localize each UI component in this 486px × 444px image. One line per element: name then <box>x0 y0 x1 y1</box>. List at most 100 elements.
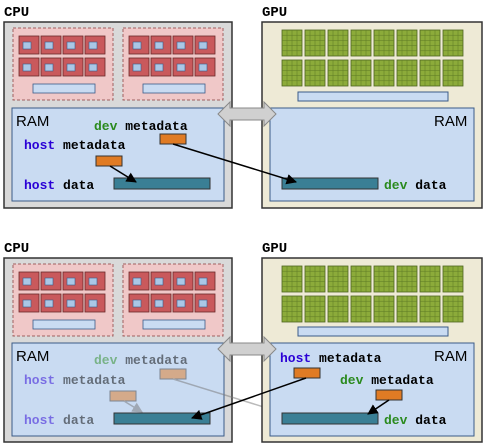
gpu-host-metadata-box <box>293 367 321 379</box>
cpu-cache-bar <box>32 319 96 330</box>
cpu-core-cache <box>66 41 76 50</box>
svg-text:dev metadata: dev metadata <box>340 373 434 388</box>
cpu-core-cache <box>44 277 54 286</box>
metadata-word: metadata <box>63 138 126 153</box>
cpu-cache-bar <box>142 319 206 330</box>
metadata-word: metadata <box>319 351 382 366</box>
dev-metadata-box <box>159 368 187 380</box>
cpu-core-group <box>122 27 224 101</box>
svg-text:host metadata: host metadata <box>280 351 382 366</box>
svg-text:host data: host data <box>24 413 94 428</box>
cpu-core-cache <box>132 63 142 72</box>
cpu-core-cache <box>198 41 208 50</box>
cpu-core-cache <box>88 299 98 308</box>
pcie-double-arrow <box>217 100 277 128</box>
cpu-core-cache <box>154 299 164 308</box>
metadata-word: metadata <box>63 373 126 388</box>
metadata-word: metadata <box>125 353 188 368</box>
gpu-core-grid <box>281 265 464 323</box>
gpu-ram-label: RAM <box>434 113 467 130</box>
host-data-bar <box>113 412 211 425</box>
stale-cpu-metadata: dev metadata host metadata host data <box>24 353 298 428</box>
svg-text:host data: host data <box>24 178 94 193</box>
gpu-dev-metadata-to-dev-data-arrow <box>367 399 390 415</box>
cpu-ram-label: RAM <box>16 113 49 130</box>
cpu-core-cache <box>198 299 208 308</box>
cpu-label: CPU <box>4 241 29 257</box>
svg-text:dev metadata: dev metadata <box>94 119 188 134</box>
metadata-word: metadata <box>125 119 188 134</box>
cpu-core-cache <box>198 277 208 286</box>
host-metadata-box <box>95 155 123 167</box>
cpu-core-cache <box>66 63 76 72</box>
cpu-core-group <box>12 263 114 337</box>
dev-data-bar <box>281 177 379 190</box>
host-metadata-box <box>109 390 137 402</box>
data-word: data <box>415 178 446 193</box>
pcie-double-arrow <box>217 335 277 363</box>
svg-text:dev data: dev data <box>384 178 447 193</box>
metadata-word: metadata <box>371 373 434 388</box>
gpu-label: GPU <box>262 5 287 21</box>
gpu-ram-label: RAM <box>434 348 467 365</box>
cpu-core-cache <box>88 277 98 286</box>
cpu-core-group <box>122 263 224 337</box>
cpu-core-group <box>12 27 114 101</box>
host-keyword: host <box>280 351 311 366</box>
cpu-core-cache <box>154 63 164 72</box>
gpu-label: GPU <box>262 241 287 257</box>
cpu-core-cache <box>176 41 186 50</box>
cpu-cache-bar <box>142 83 206 94</box>
dev-keyword: dev <box>384 413 408 428</box>
cpu-core-cache <box>66 299 76 308</box>
cpu-core-cache <box>66 277 76 286</box>
host-keyword: host <box>24 413 55 428</box>
cpu-core-cache <box>22 277 32 286</box>
gpu-host-metadata-to-host-data-arrow <box>191 377 307 420</box>
cpu-core-cache <box>88 63 98 72</box>
svg-text:dev metadata: dev metadata <box>94 353 188 368</box>
data-word: data <box>63 178 94 193</box>
cpu-core-cache <box>154 277 164 286</box>
gpu-shared-memory-bar <box>297 91 449 102</box>
gpu-dev-metadata-box <box>375 389 403 401</box>
cpu-core-cache <box>132 299 142 308</box>
data-word: data <box>415 413 446 428</box>
cpu-core-cache <box>176 277 186 286</box>
gpu-core-grid <box>281 29 464 87</box>
dev-keyword: dev <box>94 353 118 368</box>
svg-text:host metadata: host metadata <box>24 373 126 388</box>
dev-data-bar <box>281 412 379 425</box>
host-metadata-to-host-data-arrow <box>109 165 137 183</box>
svg-text:dev data: dev data <box>384 413 447 428</box>
dev-keyword: dev <box>340 373 364 388</box>
cpu-core-cache <box>176 299 186 308</box>
host-keyword: host <box>24 178 55 193</box>
cpu-core-cache <box>176 63 186 72</box>
cpu-core-cache <box>44 299 54 308</box>
cpu-core-cache <box>132 277 142 286</box>
cpu-core-cache <box>132 41 142 50</box>
top-panel: CPU GPU RAM dev metadata host metadata h… <box>3 5 483 209</box>
cpu-core-cache <box>22 299 32 308</box>
bottom-panel: CPU GPU RAM dev metadata host metadata h… <box>3 241 483 443</box>
data-word: data <box>63 413 94 428</box>
cpu-core-cache <box>44 41 54 50</box>
cpu-core-cache <box>154 41 164 50</box>
cpu-core-cache <box>198 63 208 72</box>
dev-keyword: dev <box>94 119 118 134</box>
cpu-core-cache <box>44 63 54 72</box>
cpu-core-cache <box>22 41 32 50</box>
gpu-shared-memory-bar <box>297 326 449 337</box>
dev-metadata-box <box>159 133 187 145</box>
cpu-core-cache <box>88 41 98 50</box>
stale-host-metadata-arrow <box>123 400 143 413</box>
host-keyword: host <box>24 373 55 388</box>
dev-metadata-to-dev-data-arrow <box>172 143 298 185</box>
cpu-cache-bar <box>32 83 96 94</box>
cpu-label: CPU <box>4 5 29 21</box>
svg-text:host metadata: host metadata <box>24 138 126 153</box>
dev-keyword: dev <box>384 178 408 193</box>
host-data-bar <box>113 177 211 190</box>
